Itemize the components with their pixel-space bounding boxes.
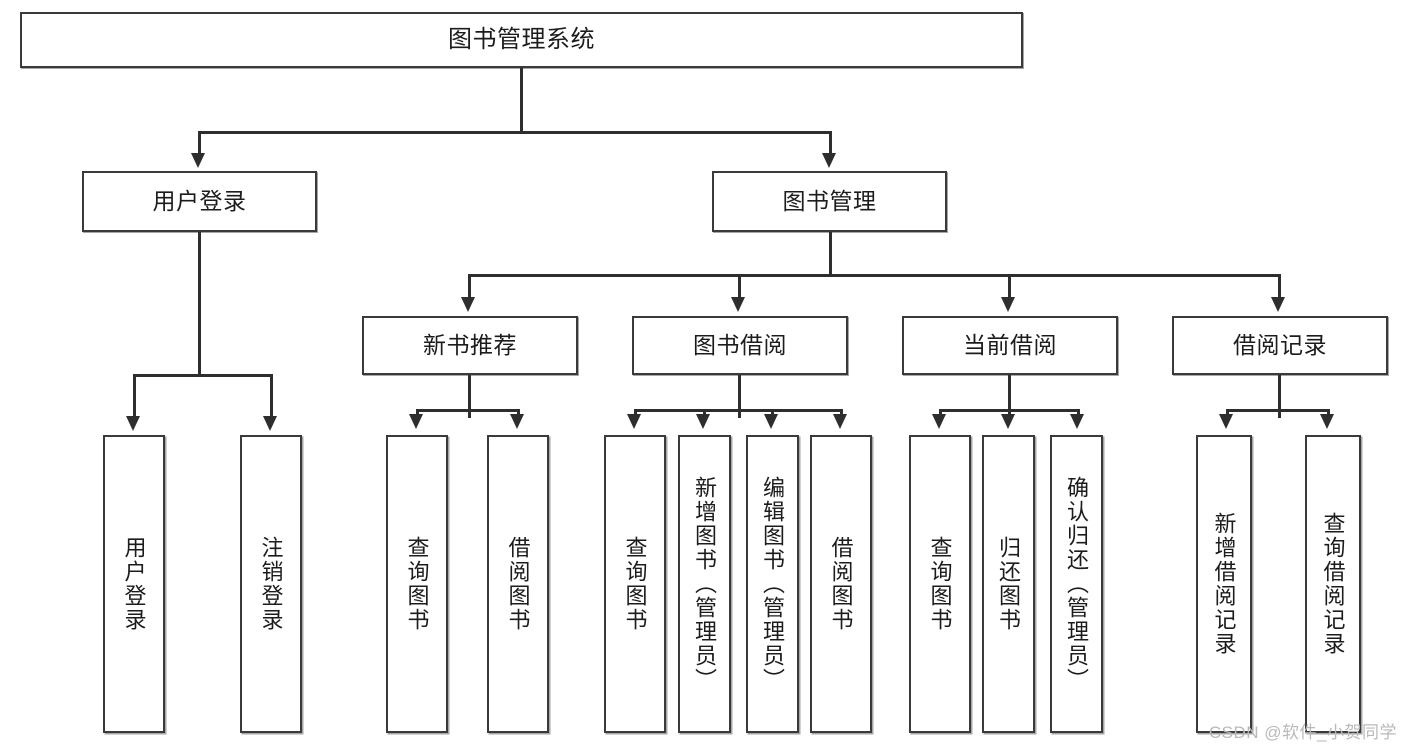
node-label: 查询图书 xyxy=(622,536,648,632)
node-leaf-logout[interactable]: 注销登录 xyxy=(240,435,302,733)
node-label: 借阅记录 xyxy=(1233,332,1327,359)
connector-bookmgr-drop-borrow xyxy=(738,274,741,299)
connector-login-bus xyxy=(133,374,272,377)
arrow-login-to-leaf-2 xyxy=(263,416,277,431)
node-label: 查询图书 xyxy=(404,536,430,632)
connector-current-drop-1 xyxy=(939,409,942,418)
node-leaf-confirm-return-admin[interactable]: 确认归还（管理员） xyxy=(1050,435,1103,733)
arrow-root-to-login xyxy=(191,153,205,168)
connector-root-stem xyxy=(520,68,523,131)
node-leaf-query-borrow-record[interactable]: 查询借阅记录 xyxy=(1305,435,1361,733)
node-leaf-borrow-book-borrow[interactable]: 借阅图书 xyxy=(810,435,872,733)
node-label: 用户登录 xyxy=(121,536,147,632)
arrow-newbook-to-leaf-4 xyxy=(510,414,524,429)
node-label: 归还图书 xyxy=(996,536,1022,632)
node-leaf-add-borrow-record[interactable]: 新增借阅记录 xyxy=(1196,435,1252,733)
node-current-borrowing[interactable]: 当前借阅 xyxy=(902,316,1118,375)
arrow-borrow-to-leaf-8 xyxy=(833,414,847,429)
connector-root-drop-bookmgr xyxy=(829,131,832,156)
node-label: 编辑图书（管理员） xyxy=(760,476,786,692)
arrow-bookmgr-to-current xyxy=(1001,297,1015,312)
connector-current-drop-2 xyxy=(1008,409,1011,418)
node-label: 查询图书 xyxy=(927,536,953,632)
csdn-watermark: CSDN @软件_小贺同学 xyxy=(1208,723,1397,742)
node-label: 确认归还（管理员） xyxy=(1064,476,1090,692)
node-root-book-management-system[interactable]: 图书管理系统 xyxy=(20,12,1023,68)
connector-borrow-bus xyxy=(634,409,842,412)
node-label: 查询借阅记录 xyxy=(1320,512,1346,656)
arrow-login-to-leaf-1 xyxy=(126,416,140,431)
arrow-newbook-to-leaf-3 xyxy=(409,414,423,429)
node-label: 新增借阅记录 xyxy=(1211,512,1237,656)
arrow-bookmgr-to-record xyxy=(1271,297,1285,312)
node-leaf-return-book[interactable]: 归还图书 xyxy=(982,435,1035,733)
connector-borrow-drop-2 xyxy=(703,409,706,418)
arrow-record-to-leaf-13 xyxy=(1320,414,1334,429)
arrow-borrow-to-leaf-6 xyxy=(696,414,710,429)
connector-current-drop-3 xyxy=(1077,409,1080,418)
connector-newbook-bus xyxy=(416,409,520,412)
connector-root-drop-login xyxy=(198,131,201,156)
arrow-bookmgr-to-newbook xyxy=(461,297,475,312)
connector-borrow-drop-1 xyxy=(634,409,637,418)
connector-root-bus xyxy=(198,131,832,134)
node-leaf-borrow-book-newbook[interactable]: 借阅图书 xyxy=(487,435,549,733)
node-leaf-query-book-borrow[interactable]: 查询图书 xyxy=(604,435,666,733)
node-label: 新书推荐 xyxy=(423,332,517,359)
node-leaf-query-book-current[interactable]: 查询图书 xyxy=(909,435,971,733)
connector-newbook-drop-1 xyxy=(416,409,419,418)
node-borrowing-record[interactable]: 借阅记录 xyxy=(1172,316,1388,375)
arrow-borrow-to-leaf-7 xyxy=(764,414,778,429)
node-label: 新增图书（管理员） xyxy=(692,476,718,692)
node-user-login[interactable]: 用户登录 xyxy=(82,171,317,232)
connector-login-drop-1 xyxy=(133,374,136,418)
node-leaf-query-book-newbook[interactable]: 查询图书 xyxy=(386,435,448,733)
arrow-current-to-leaf-10 xyxy=(1001,414,1015,429)
node-label: 当前借阅 xyxy=(963,332,1057,359)
connector-bookmgr-stem xyxy=(829,232,832,274)
node-label: 图书管理 xyxy=(782,188,877,215)
arrow-record-to-leaf-12 xyxy=(1219,414,1233,429)
connector-current-stem xyxy=(1008,375,1011,418)
connector-record-drop-1 xyxy=(1226,409,1229,418)
connector-borrow-drop-4 xyxy=(840,409,843,418)
node-new-book-recommendation[interactable]: 新书推荐 xyxy=(362,316,578,375)
connector-bookmgr-drop-record xyxy=(1278,274,1281,299)
connector-borrow-drop-3 xyxy=(771,409,774,418)
connector-borrow-stem xyxy=(738,375,741,418)
node-leaf-user-login[interactable]: 用户登录 xyxy=(103,435,165,733)
node-label: 借阅图书 xyxy=(828,536,854,632)
node-label: 图书管理系统 xyxy=(448,26,595,54)
node-label: 用户登录 xyxy=(152,188,247,215)
node-book-management[interactable]: 图书管理 xyxy=(712,171,947,232)
connector-record-stem xyxy=(1278,375,1281,418)
connector-record-drop-2 xyxy=(1327,409,1330,418)
connector-bookmgr-bus xyxy=(468,274,1280,277)
node-label: 图书借阅 xyxy=(693,332,787,359)
arrow-current-to-leaf-9 xyxy=(932,414,946,429)
connector-bookmgr-drop-newbook xyxy=(468,274,471,299)
connector-login-drop-2 xyxy=(270,374,273,418)
connector-record-bus xyxy=(1226,409,1330,412)
connector-bookmgr-drop-current xyxy=(1008,274,1011,299)
connector-newbook-drop-2 xyxy=(517,409,520,418)
arrow-current-to-leaf-11 xyxy=(1070,414,1084,429)
node-book-borrowing[interactable]: 图书借阅 xyxy=(632,316,848,375)
node-leaf-add-book-admin[interactable]: 新增图书（管理员） xyxy=(678,435,731,733)
node-label: 注销登录 xyxy=(258,536,284,632)
arrow-root-to-bookmgr xyxy=(822,153,836,168)
arrow-bookmgr-to-borrow xyxy=(731,297,745,312)
node-leaf-edit-book-admin[interactable]: 编辑图书（管理员） xyxy=(746,435,799,733)
arrow-borrow-to-leaf-5 xyxy=(627,414,641,429)
connector-newbook-stem xyxy=(468,375,471,418)
node-label: 借阅图书 xyxy=(505,536,531,632)
connector-login-stem xyxy=(198,232,201,374)
